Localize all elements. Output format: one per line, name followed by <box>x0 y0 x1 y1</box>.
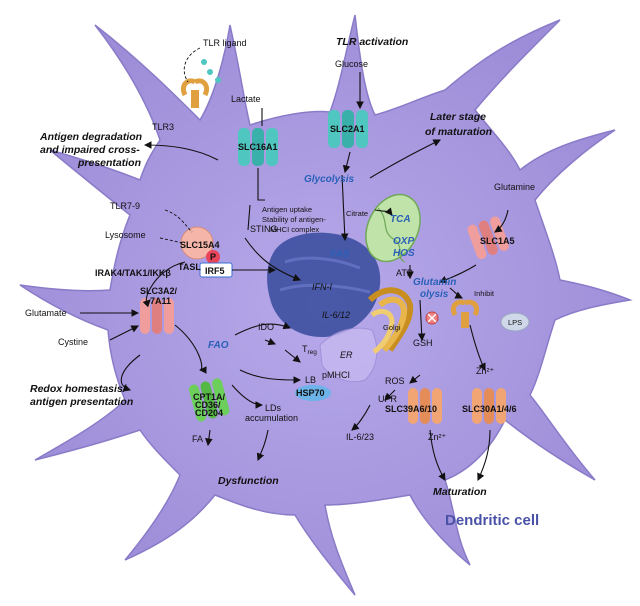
label-slc3a2-2: 7A11 <box>150 296 171 306</box>
label-lysosome: Lysosome <box>105 230 146 240</box>
label-pmhci: pMHCI <box>322 370 350 380</box>
golgi <box>367 287 414 354</box>
label-sting: STING <box>250 224 278 234</box>
label-tlr3: TLR3 <box>152 122 174 132</box>
label-fao: FAO <box>208 340 229 351</box>
label-zn-top: Zn²⁺ <box>476 366 495 376</box>
hsp70-blob <box>295 385 331 401</box>
label-fa: FA <box>192 434 203 444</box>
slc16a1-transporter <box>238 128 278 166</box>
lps-receptor <box>450 299 480 328</box>
label-cd-2: CD36/ <box>195 400 221 410</box>
er <box>319 327 378 383</box>
label-cd-3: CD204 <box>195 408 223 418</box>
label-ifn: IFN-I <box>312 282 332 292</box>
label-lps: LPS <box>508 318 522 327</box>
tlr-ligand-dot <box>207 69 213 75</box>
slc30a1-transporter <box>472 388 506 424</box>
label-lds-1: LDs <box>265 403 282 413</box>
label-hos: HOS <box>393 248 415 259</box>
label-slc2a1: SLC2A1 <box>330 124 365 134</box>
slc2a1-transporter <box>328 110 368 148</box>
outcome-tlr-activation: TLR activation <box>336 36 408 48</box>
label-ros: ROS <box>385 376 405 386</box>
label-upr: UPR <box>378 394 398 404</box>
slc3a2-transporter <box>140 298 174 334</box>
label-treg: Treg <box>302 344 317 356</box>
label-tlr7-9: TLR7-9 <box>110 201 140 211</box>
mitochondrion <box>365 193 421 263</box>
label-lactate: Lactate <box>231 94 261 104</box>
label-golgi: Golgi <box>383 323 401 332</box>
label-irf5: IRF5 <box>205 266 225 276</box>
label-il23: IL-6/23 <box>346 432 374 442</box>
label-slc15a4: SLC15A4 <box>180 240 220 250</box>
label-oxp: OXP <box>393 236 414 247</box>
label-atp: ATP <box>396 268 413 278</box>
outcome-redox-2: antigen presentation <box>30 396 133 408</box>
label-cystine: Cystine <box>58 337 88 347</box>
slc1a5-transporter <box>467 216 509 260</box>
label-hsp70: HSP70 <box>296 388 325 398</box>
outcome-maturation: Maturation <box>433 486 487 498</box>
tlr-ligand-dot <box>215 77 221 83</box>
label-slc16a1: SLC16A1 <box>238 142 278 152</box>
label-er: ER <box>340 350 353 360</box>
label-stability-1: Stability of antigen- <box>262 215 326 224</box>
label-il6: IL-6/12 <box>322 310 350 320</box>
outcome-antigen-deg-1: Antigen degradation <box>39 131 142 143</box>
tlr3-receptor <box>180 78 210 108</box>
lps-blob <box>500 312 530 332</box>
label-glycolysis: Glycolysis <box>304 174 354 185</box>
outcome-redox-1: Redox homestasis/ <box>30 383 127 395</box>
label-gsh: GSH <box>413 338 433 348</box>
label-slc30: SLC30A1/4/6 <box>462 404 517 414</box>
label-glucose: Glucose <box>335 59 368 69</box>
slc39a6-transporter <box>408 388 442 424</box>
label-glutamine: Glutamine <box>494 182 535 192</box>
label-glutaminolysis-1: Glutamin <box>413 277 456 288</box>
outcome-antigen-deg-3: presentation <box>77 157 141 169</box>
label-tca: TCA <box>390 214 411 225</box>
label-lb: LB <box>305 375 316 385</box>
phospho-icon <box>206 250 220 264</box>
label-slc39: SLC39A6/10 <box>385 404 437 414</box>
tlr-ligand-dot <box>201 59 207 65</box>
label-ido: IDO <box>258 322 274 332</box>
label-slc1a5: SLC1A5 <box>480 236 515 246</box>
label-fas: FAS <box>330 249 350 260</box>
cpt1a-cd36-transporter <box>188 378 230 422</box>
label-tasl: TASL <box>178 262 201 272</box>
outcome-dysfunction: Dysfunction <box>218 475 279 487</box>
diagram-title: Dendritic cell <box>445 512 539 529</box>
label-p: P <box>210 252 216 262</box>
label-glutamate: Glutamate <box>25 308 67 318</box>
label-slc3a2-1: SLC3A2/ <box>140 286 178 296</box>
label-irak: IRAK4/TAK1/IKKβ <box>95 268 171 278</box>
label-glutaminolysis-2: olysis <box>420 289 449 300</box>
outcome-later-stage-2: of maturation <box>425 126 492 138</box>
label-stability-2: MHCI complex <box>270 225 319 234</box>
outcome-later-stage-1: Later stage <box>430 111 486 123</box>
label-citrate: Citrate <box>346 209 368 218</box>
label-tlr-ligand: TLR ligand <box>203 38 247 48</box>
label-zn-bottom: Zn²⁺ <box>428 432 447 442</box>
label-antigen-uptake: Antigen uptake <box>262 205 312 214</box>
label-inhibit: Inhibit <box>474 289 495 298</box>
label-lds-2: accumulation <box>245 413 298 423</box>
label-cd-1: CPT1A/ <box>193 392 226 402</box>
outcome-antigen-deg-2: and impaired cross- <box>40 144 140 156</box>
